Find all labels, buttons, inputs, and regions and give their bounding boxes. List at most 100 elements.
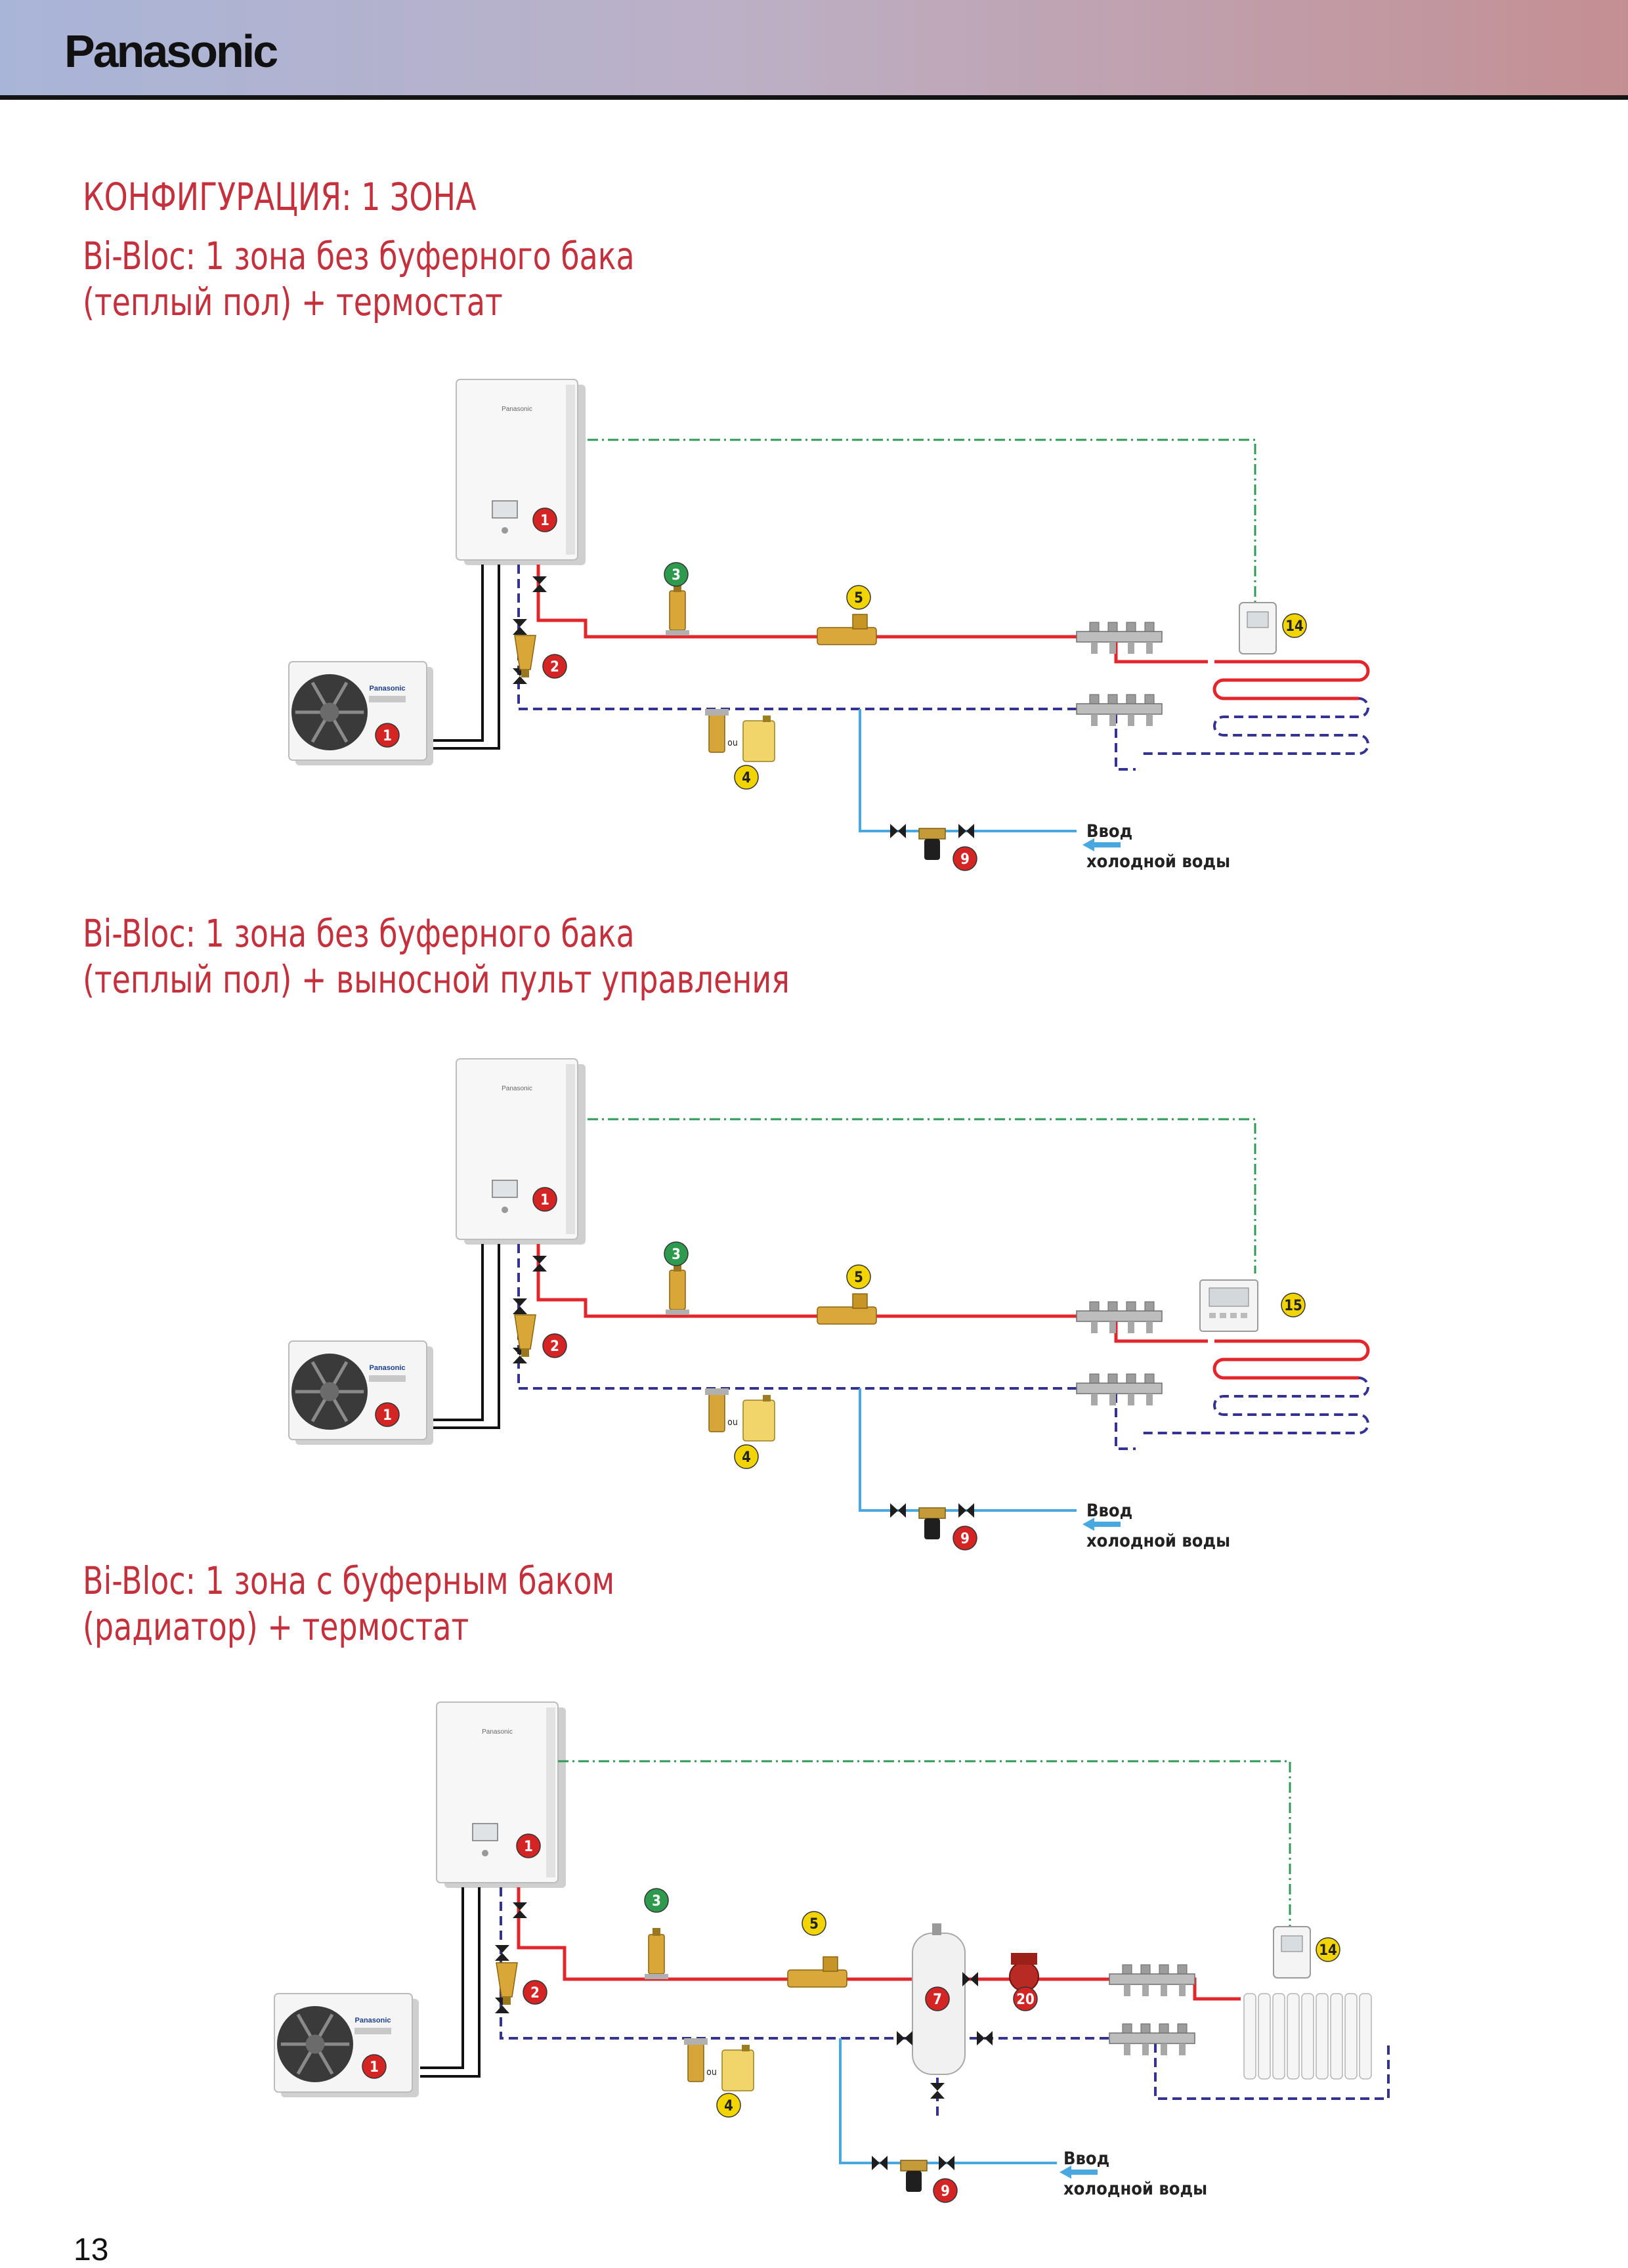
or-label: ou — [727, 1417, 738, 1428]
diagram-underfloor-thermostat: PanasonicPanasonic11235ou49Вводхолодной … — [288, 379, 1370, 872]
control-panel-icon — [472, 1823, 498, 1841]
return-isolation-valve-upper — [513, 619, 527, 635]
manifold-port — [1126, 1373, 1136, 1384]
manifold-port — [1159, 1964, 1169, 1975]
valve-body — [897, 2031, 912, 2045]
manifold-outlet — [1109, 714, 1116, 726]
manifold-outlet — [1128, 714, 1134, 726]
radiator-section — [1287, 1993, 1300, 2080]
flow-pipe — [536, 1244, 1077, 1318]
separator-fitting — [666, 630, 689, 635]
badge-circle — [375, 723, 400, 748]
supply-manifold — [1109, 1964, 1195, 1996]
badge-indoor-unit: 1 — [532, 507, 557, 532]
cold-water-pipe — [839, 2038, 1057, 2164]
inlet-label-line1: Ввод — [1086, 821, 1132, 842]
manifold-outlet — [1109, 1394, 1116, 1405]
radiator-section — [1272, 1993, 1285, 2080]
flowmeter-body — [817, 627, 877, 645]
badge-circle — [933, 2178, 958, 2203]
inlet-valve-2 — [958, 824, 974, 838]
badge-circle — [1316, 1937, 1340, 1962]
inlet-valve-1 — [872, 2156, 888, 2170]
badge-circle — [925, 1986, 950, 2011]
manifold-port — [1144, 1301, 1155, 1312]
manifold-port — [1144, 1373, 1155, 1384]
radiator-section — [1243, 1993, 1256, 2080]
dosing-body — [687, 2043, 704, 2082]
strainer-filter — [496, 1962, 518, 2005]
section-2-title-line2: (теплый пол) + выносной пульт управления — [83, 957, 790, 1002]
outdoor-label-plate — [354, 2028, 391, 2034]
filter-body — [514, 635, 536, 670]
valve-body — [532, 576, 547, 592]
inlet-valve-2 — [939, 2156, 954, 2170]
valve-body — [939, 2156, 954, 2170]
inlet-valve-2 — [958, 1503, 974, 1518]
valve-body — [930, 2083, 945, 2099]
manifold-outlet — [1124, 2043, 1130, 2055]
badge-circle — [734, 1444, 759, 1469]
return-manifold — [1076, 694, 1163, 726]
badge-circle — [734, 765, 759, 790]
badge-circle — [516, 1833, 541, 1858]
inhibitor-canister-icon — [742, 720, 775, 762]
manifold-port — [1107, 694, 1118, 704]
unit-side — [546, 1707, 555, 1877]
circulation-pump — [1009, 1953, 1039, 1992]
filter-drain — [521, 670, 529, 677]
badge-circle — [664, 1241, 689, 1266]
canister-cap-icon — [742, 2045, 750, 2051]
flowmeter — [817, 614, 877, 645]
return-from-loop — [1115, 1394, 1136, 1450]
tank-vent — [932, 1923, 941, 1935]
floor-loop-return — [1142, 1377, 1369, 1434]
badge-number: 15 — [1284, 1298, 1302, 1314]
remote-button-icon — [1220, 1313, 1226, 1318]
flowmeter — [787, 1956, 847, 1988]
manifold-port — [1107, 1301, 1118, 1312]
dosing-unit: ou — [705, 709, 775, 762]
badge-remote-controller: 15 — [1281, 1293, 1306, 1317]
outdoor-logo: Panasonic — [369, 685, 405, 693]
tank-flow-valve — [962, 1972, 978, 1986]
inlet-valve-1 — [890, 824, 906, 838]
thermostat-body — [1239, 602, 1277, 654]
control-cable — [558, 1760, 1291, 1927]
underfloor-loop — [1142, 660, 1370, 755]
dosing-fitting — [684, 2038, 708, 2045]
badge-dosing: 4 — [734, 1444, 759, 1469]
badge-number: 3 — [652, 1893, 661, 1910]
valve-body — [890, 1503, 906, 1518]
badge-number: 1 — [524, 1839, 533, 1855]
dosing-fitting — [705, 709, 729, 716]
inhibitor-canister-icon — [742, 1400, 775, 1442]
remote-controller — [1199, 1279, 1258, 1332]
manifold-port — [1140, 2023, 1151, 2034]
manifold-port — [1089, 622, 1100, 632]
air-separator — [666, 1264, 689, 1315]
manifold-port — [1122, 2023, 1132, 2034]
flow-isolation-valve — [532, 576, 547, 592]
control-panel-icon — [492, 500, 518, 519]
badge-number: 2 — [550, 659, 559, 675]
badge-circle — [664, 562, 689, 587]
floor-loop-flow — [1212, 1339, 1370, 1380]
badge-number: 1 — [540, 513, 549, 529]
badge-circle — [846, 1264, 871, 1289]
manifold-outlet — [1091, 642, 1098, 654]
canister-cap-icon — [763, 1395, 771, 1401]
inlet-arrow-shaft — [1094, 842, 1121, 847]
strainer-filter — [514, 635, 536, 677]
manifold-port — [1126, 694, 1136, 704]
badge-room-thermostat: 14 — [1282, 613, 1307, 638]
inlet-label-line1: Ввод — [1086, 1501, 1132, 1521]
badge-circle — [953, 846, 977, 871]
brand-logo: Panasonic — [64, 26, 278, 77]
manifold-port — [1177, 2023, 1188, 2034]
manifold-outlet — [1142, 1984, 1149, 1996]
badge-number: 2 — [530, 1985, 540, 2001]
badge-buffer-tank: 7 — [925, 1986, 950, 2011]
